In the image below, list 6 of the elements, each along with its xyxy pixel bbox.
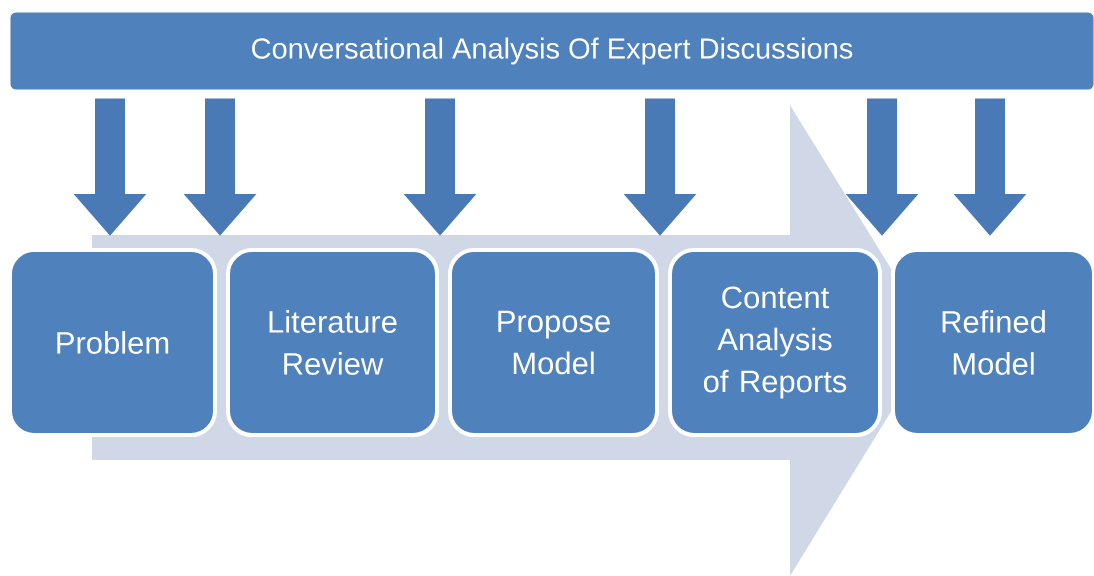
process-box: Literature Review	[226, 248, 439, 437]
process-box: Content Analysis of Reports	[668, 248, 882, 437]
title-banner: Conversational Analysis Of Expert Discussions	[9, 11, 1094, 91]
process-box: Refined Model	[891, 248, 1094, 437]
process-box: Problem	[8, 248, 217, 437]
process-box: Propose Model	[448, 248, 659, 437]
